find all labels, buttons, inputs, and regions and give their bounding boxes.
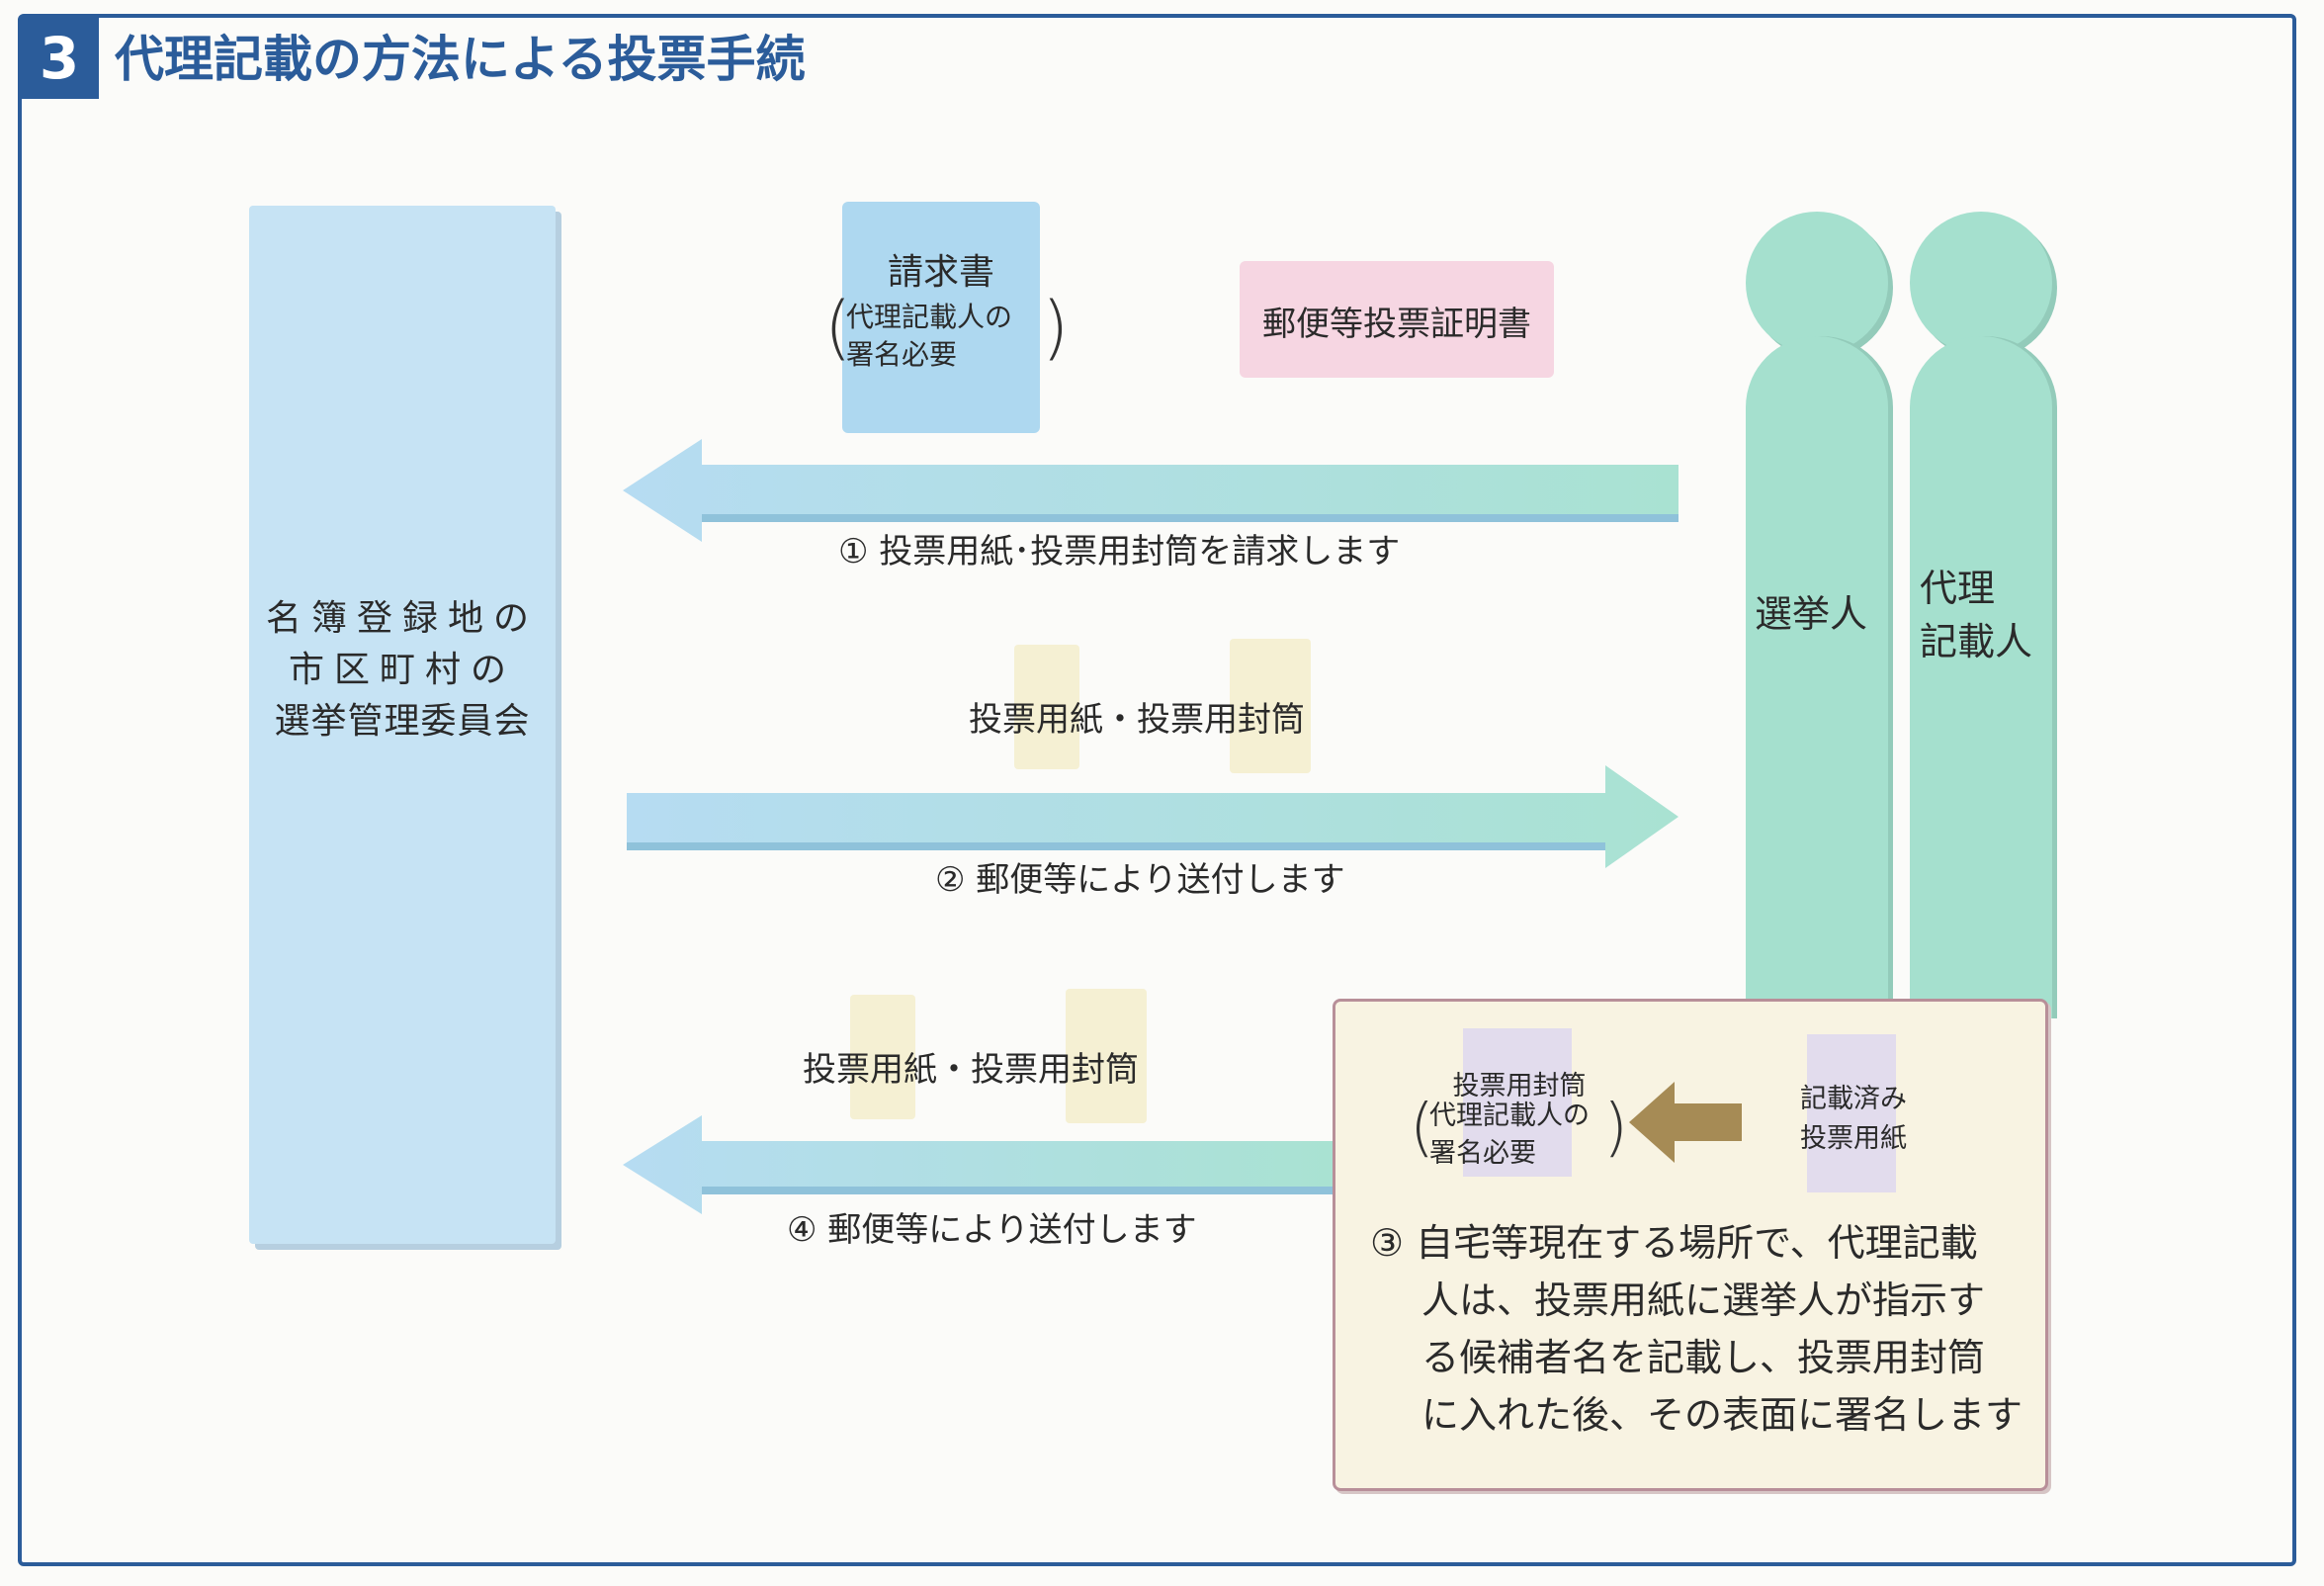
- proxy-label-line-1: 代理: [1920, 567, 1996, 610]
- step3-text-line-1: ③ 自宅等現在する場所で、代理記載: [1370, 1221, 1978, 1265]
- envelope-icon: [1463, 1028, 1572, 1177]
- committee-label-line-1: 名簿登録地の: [265, 598, 539, 639]
- election-committee-box: [249, 206, 556, 1244]
- envelope-open-paren-icon: (: [1410, 1092, 1434, 1165]
- step2-label: ② 郵便等により送付します: [935, 860, 1345, 900]
- completed-ballot-paper-label: 記載済み 投票用紙: [1784, 1080, 1923, 1159]
- completed-ballot-paper-icon: [1807, 1034, 1896, 1192]
- arrow-step4: [623, 1115, 1333, 1214]
- request-note-line-2: 署名必要: [846, 338, 958, 371]
- request-form-title: 請求書: [887, 252, 994, 293]
- paper-label-line-1: 記載済み: [1800, 1084, 1907, 1114]
- diagram-frame: [18, 14, 2296, 1566]
- envelope-close-paren-icon: ): [1603, 1092, 1628, 1165]
- committee-label-line-2: 市区町村の: [288, 650, 516, 690]
- request-form-note: 代理記載人の 署名必要: [846, 299, 1044, 374]
- request-note-line-1: 代理記載人の: [846, 301, 1013, 333]
- envelope-note: 代理記載人の 署名必要: [1429, 1098, 1590, 1173]
- voter-head-icon: [1746, 212, 1888, 354]
- step3-text-line-2: 人は、投票用紙に選挙人が指示す: [1421, 1278, 1986, 1322]
- step3-text-line-3: る候補者名を記載し、投票用封筒: [1421, 1336, 1986, 1379]
- postal-vote-certificate-label: 郵便等投票証明書: [1262, 305, 1531, 344]
- step3-box: [1333, 999, 2048, 1491]
- voter-label: 選挙人: [1755, 592, 1868, 636]
- proxy-head-icon: [1910, 212, 2052, 354]
- arrow-step1: [623, 439, 1678, 542]
- proxy-label-line-2: 記載人: [1920, 620, 2033, 663]
- arrow-step2: [627, 765, 1678, 868]
- diagram-title: 代理記載の方法による投票手続: [115, 31, 806, 88]
- step3-text-line-4: に入れた後、その表面に署名します: [1421, 1393, 2023, 1437]
- ballot-paper-icon-return: [850, 995, 915, 1119]
- envelope-title: 投票用封筒: [1452, 1071, 1587, 1101]
- open-paren-icon: (: [824, 287, 852, 368]
- proxy-body: [1910, 336, 2052, 1018]
- ballot-paper-icon: [1014, 645, 1079, 769]
- step1-label: ① 投票用紙･投票用封筒を請求します: [838, 532, 1401, 572]
- envelope-note-line-2: 署名必要: [1429, 1138, 1536, 1169]
- ballot-envelope-icon: [1230, 639, 1311, 773]
- step3-description: ③ 自宅等現在する場所で、代理記載 人は、投票用紙に選挙人が指示す る候補者名を…: [1370, 1214, 2032, 1444]
- section-number-badge: 3: [20, 18, 99, 99]
- ballot-envelope-icon-return: [1066, 989, 1147, 1123]
- envelope-note-line-1: 代理記載人の: [1429, 1101, 1590, 1131]
- election-committee-label: 名簿登録地の 市区町村の 選挙管理委員会: [263, 593, 542, 748]
- close-paren-icon: ): [1042, 287, 1070, 368]
- paper-label-line-2: 投票用紙: [1800, 1123, 1907, 1154]
- insert-arrow-icon: [1629, 1082, 1742, 1163]
- voter-body: [1746, 336, 1888, 1018]
- postal-vote-certificate-card: [1240, 261, 1554, 378]
- step2-items-label: 投票用紙・投票用封筒: [969, 700, 1305, 740]
- step4-label: ④ 郵便等により送付します: [787, 1210, 1197, 1250]
- request-form-card: [842, 202, 1040, 433]
- proxy-label: 代理 記載人: [1920, 562, 2032, 668]
- step4-items-label: 投票用紙・投票用封筒: [803, 1050, 1139, 1090]
- committee-label-line-3: 選挙管理委員会: [274, 701, 531, 742]
